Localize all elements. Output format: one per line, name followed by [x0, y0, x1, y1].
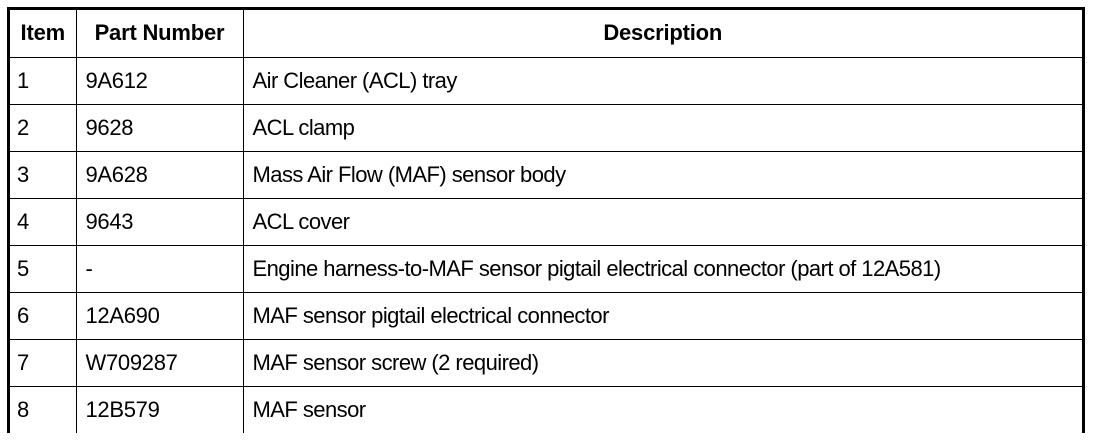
table-row: 6 12A690 MAF sensor pigtail electrical c…	[10, 291, 1082, 340]
cell-description: Mass Air Flow (MAF) sensor body	[242, 150, 1082, 199]
cell-item: 8	[10, 385, 77, 433]
column-header-part-number: Part Number	[75, 10, 244, 58]
cell-description: MAF sensor pigtail electrical connector	[242, 291, 1082, 340]
column-header-description: Description	[242, 10, 1082, 58]
cell-part-number: 12B579	[75, 385, 244, 433]
parts-table-container: Item Part Number Description 1 9A612 Air…	[7, 7, 1085, 433]
table-row: 5 - Engine harness-to-MAF sensor pigtail…	[10, 244, 1082, 293]
cell-item: 5	[10, 244, 77, 293]
cell-part-number: 9628	[75, 103, 244, 152]
cell-part-number: 12A690	[75, 291, 244, 340]
table-row: 8 12B579 MAF sensor	[10, 385, 1082, 433]
table-body: 1 9A612 Air Cleaner (ACL) tray 2 9628 AC…	[10, 56, 1082, 433]
cell-description: ACL cover	[242, 197, 1082, 246]
cell-item: 7	[10, 338, 77, 387]
cell-part-number: 9A612	[75, 56, 244, 105]
table-row: 2 9628 ACL clamp	[10, 103, 1082, 152]
table-row: 1 9A612 Air Cleaner (ACL) tray	[10, 56, 1082, 105]
table-row: 7 W709287 MAF sensor screw (2 required)	[10, 338, 1082, 387]
cell-description: Engine harness-to-MAF sensor pigtail ele…	[242, 244, 1082, 293]
cell-description: ACL clamp	[242, 103, 1082, 152]
parts-table: Item Part Number Description 1 9A612 Air…	[10, 10, 1082, 433]
table-header: Item Part Number Description	[10, 10, 1082, 58]
cell-item: 6	[10, 291, 77, 340]
cell-part-number: W709287	[75, 338, 244, 387]
cell-item: 4	[10, 197, 77, 246]
cell-description: MAF sensor screw (2 required)	[242, 338, 1082, 387]
cell-description: Air Cleaner (ACL) tray	[242, 56, 1082, 105]
table-row: 3 9A628 Mass Air Flow (MAF) sensor body	[10, 150, 1082, 199]
cell-item: 2	[10, 103, 77, 152]
cell-part-number: -	[75, 244, 244, 293]
cell-part-number: 9643	[75, 197, 244, 246]
cell-item: 1	[10, 56, 77, 105]
cell-item: 3	[10, 150, 77, 199]
cell-part-number: 9A628	[75, 150, 244, 199]
table-header-row: Item Part Number Description	[10, 10, 1082, 58]
cell-description: MAF sensor	[242, 385, 1082, 433]
table-row: 4 9643 ACL cover	[10, 197, 1082, 246]
column-header-item: Item	[10, 10, 77, 58]
